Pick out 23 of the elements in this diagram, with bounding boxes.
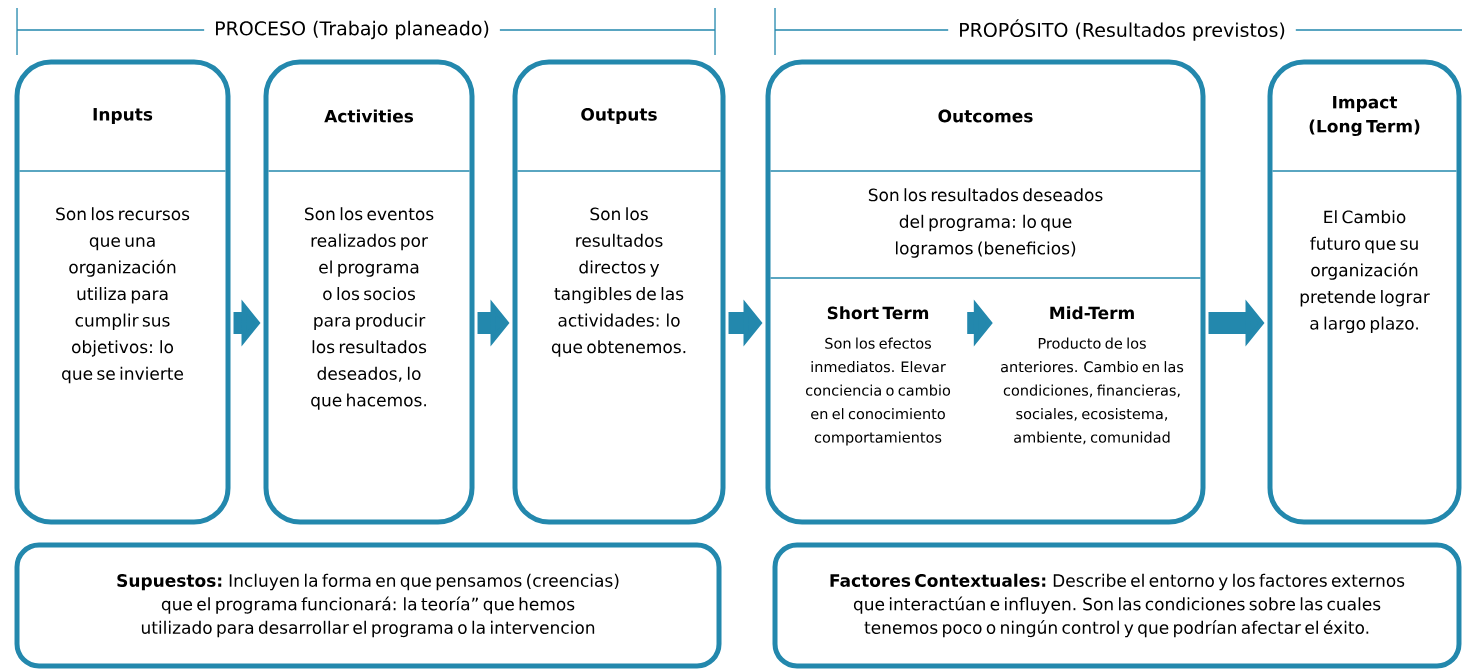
heading: Mid-Term [1050,306,1134,320]
description: Son los eventos realizados por el programa o los socios para producir los resultados deseados, lo que hacemos. [305,207,434,410]
note-box: Supuestos: Incluyen la forma en que pensamos (creencias) que el programa funcionará: la teoría” que hemos utilizado para desarrollar el programa o la intervencion [14,542,722,669]
heading: Impact (Long Term) [1309,95,1420,137]
stage-box [1267,59,1462,525]
description: Son los resultados directos y tangibles de las actividades: lo que obtenemos. [551,207,686,357]
heading: Outputs [581,107,657,125]
heading: Activities [324,109,414,123]
stage-box [765,59,1206,525]
bracket-label: PROCESO (Trabajo planeado) [204,18,500,42]
description: Son los recursos que una organización utiliza para cumplir sus objetivos: lo que se invierte [56,207,190,384]
heading: Short Term [827,306,929,320]
heading: Outcomes [938,109,1033,123]
stage-box [14,59,231,525]
description: Son los resultados deseados del programa: lo que logramos (beneficios) [868,188,1103,258]
stage-box [512,59,726,525]
description: El Cambio futuro que su organización pretende lograr a largo plazo. [1300,210,1430,334]
note-box: Factores Contextuales: Describe el entorno y los factores externos que interactúan e influyen. Son las condiciones sobre las cuales tenemos poco o ningún control y que podrían afectar el éxito. [772,542,1462,669]
stage-box [263,59,475,525]
description: Son los efectos inmediatos. Elevar conciencia o cambio en el conocimiento comportamientos [806,337,951,446]
description: Producto de los anteriores. Cambio en las condiciones, financieras, sociales, ecosistema, ambiente, comunidad [1001,337,1184,445]
heading: Inputs [93,108,153,124]
bracket-label: PROPÓSITO (Resultados previstos) [948,17,1296,43]
